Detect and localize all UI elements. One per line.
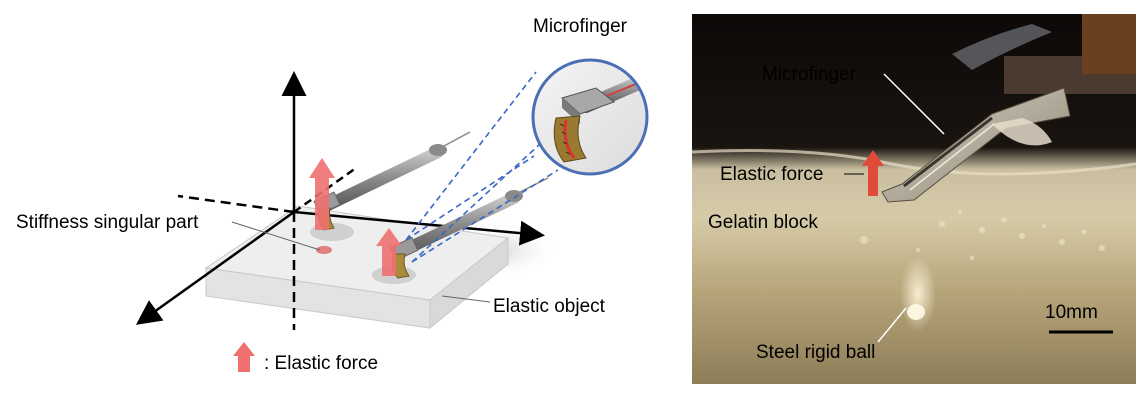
schematic-panel: Microfinger Stiffness singular part Elas…	[0, 0, 660, 400]
gelatin-block-label: Gelatin block	[708, 212, 818, 233]
microfinger-inset	[533, 60, 650, 174]
experiment-photo: 10mm Microfinger Elastic force Gelatin b…	[692, 14, 1136, 384]
microfinger-label: Microfinger	[533, 16, 628, 37]
steel-ball	[900, 256, 936, 332]
scale-bar-label: 10mm	[1045, 302, 1098, 323]
steel-rigid-ball-label: Steel rigid ball	[756, 342, 875, 363]
legend-elastic-force-label: : Elastic force	[264, 353, 378, 374]
photo-panel: 10mm Microfinger Elastic force Gelatin b…	[692, 14, 1136, 384]
schematic-figure: Microfinger Stiffness singular part Elas…	[0, 0, 660, 400]
legend: : Elastic force	[233, 342, 378, 374]
stiffness-singular-part-label: Stiffness singular part	[16, 212, 199, 233]
microfinger-label: Microfinger	[762, 64, 857, 85]
elastic-object-label: Elastic object	[493, 296, 606, 317]
elastic-force-label: Elastic force	[720, 164, 823, 185]
legend-force-arrow-icon	[233, 342, 255, 372]
